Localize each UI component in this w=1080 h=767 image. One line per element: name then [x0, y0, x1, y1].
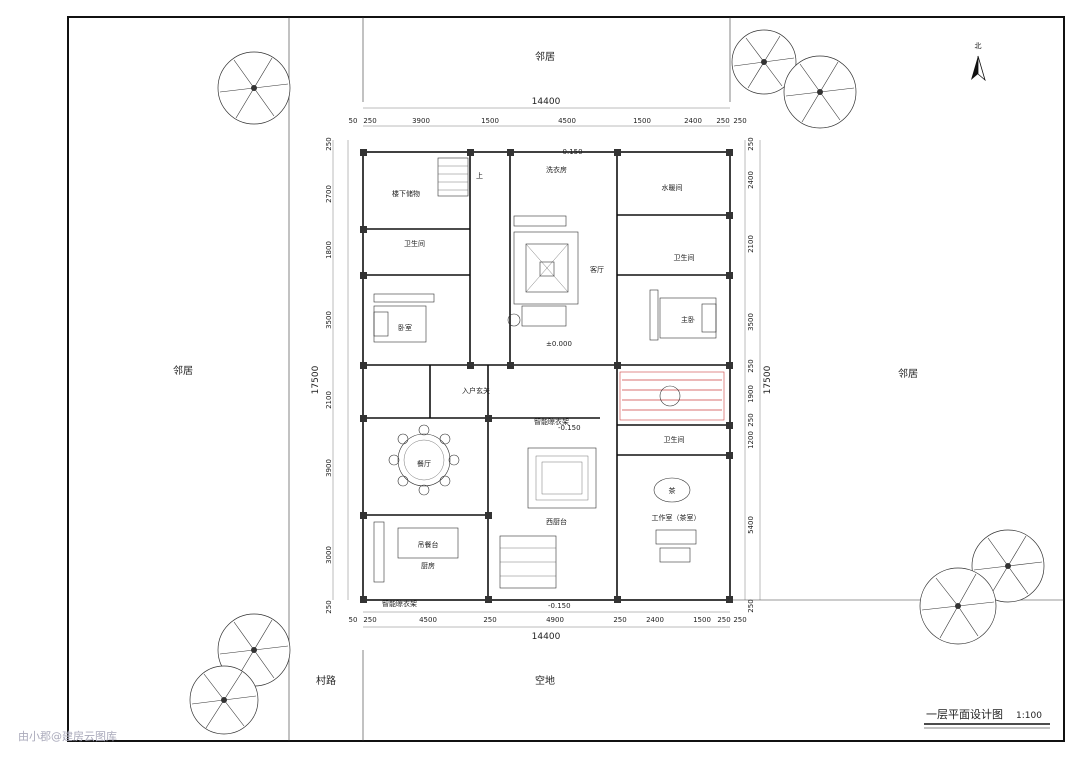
dim-bottom-6: 2400 [646, 616, 664, 624]
dim-bottom-1: 250 [363, 616, 376, 624]
note-western-kitchen: 西厨台 [546, 517, 567, 526]
dim-bottom-3: 250 [483, 616, 496, 624]
room-bedroom: 卧室 [398, 323, 412, 332]
watermark: 由小郡@建房云图库 [18, 729, 117, 743]
tree-icon [217, 51, 291, 125]
dim-top-7: 250 [716, 117, 729, 125]
level-m150c: -0.150 [560, 148, 583, 156]
living-room-furniture [507, 215, 579, 327]
label-neighbor-left: 邻居 [173, 364, 193, 377]
dim-top-5: 1500 [633, 117, 651, 125]
entry-steps [499, 535, 557, 589]
label-village-road: 村路 [316, 674, 336, 687]
dim-right-7: 1200 [747, 431, 755, 449]
dim-bottom-0: 50 [349, 616, 358, 624]
dim-left-0: 250 [325, 137, 333, 150]
room-studio: 工作室（茶室） [652, 513, 701, 522]
dim-right-1: 2400 [747, 171, 755, 189]
dim-left-5: 3900 [325, 459, 333, 477]
kitchen-island [373, 521, 459, 583]
dining-table [388, 424, 460, 496]
tree-icon [919, 567, 997, 645]
label-neighbor-top: 邻居 [535, 50, 555, 63]
dim-left-6: 3000 [325, 546, 333, 564]
dim-right-3: 3500 [747, 313, 755, 331]
dim-bottom-2: 4500 [419, 616, 437, 624]
dim-top-0: 50 [349, 117, 358, 125]
dim-right-8: 5400 [747, 516, 755, 534]
room-bathroom-ne: 卫生间 [674, 253, 695, 262]
drawing-border [67, 16, 1065, 742]
room-entry-hall: 入户玄关 [462, 386, 490, 395]
dimensions-left: 250 2700 1800 3500 2100 3900 3000 250 17… [311, 137, 349, 614]
dimensions-top: 14400 50 250 3900 1500 4500 1500 2400 25… [349, 97, 747, 127]
level-m150a: -0.150 [558, 424, 581, 432]
label-open-land: 空地 [535, 674, 555, 687]
room-water-room: 水暖间 [662, 183, 683, 192]
bedroom-bed [373, 293, 435, 343]
dimensions-right: 250 2400 2100 3500 250 1900 250 1200 540… [744, 137, 773, 613]
dim-bottom-4: 4900 [546, 616, 564, 624]
studio-furniture [653, 477, 697, 563]
structural-columns [360, 149, 733, 603]
staircase: 上 [437, 157, 483, 197]
room-kitchen: 厨房 [421, 561, 435, 570]
north-arrow-icon: 北 [971, 42, 986, 82]
tree-icon [731, 29, 797, 95]
dim-right-6: 250 [747, 413, 755, 426]
dim-top-8: 250 [733, 117, 746, 125]
dim-left-3: 3500 [325, 311, 333, 329]
center-carpet [527, 447, 597, 509]
room-master-bedroom: 主卧 [681, 315, 695, 324]
room-dining: 餐厅 [417, 459, 431, 468]
north-label: 北 [975, 42, 982, 50]
dim-right-total: 17500 [763, 365, 773, 394]
dim-right-9: 250 [747, 599, 755, 612]
title-block: 一层平面设计图 1:100 [924, 708, 1050, 729]
dim-bottom-5: 250 [613, 616, 626, 624]
courtyard-hatched [619, 371, 725, 421]
level-zero: ±0.000 [546, 340, 572, 348]
dim-bottom-9: 250 [733, 616, 746, 624]
room-bathroom-e: 卫生间 [664, 435, 685, 444]
tree-icon [971, 529, 1045, 603]
stair-up-label: 上 [476, 171, 483, 180]
drawing-title: 一层平面设计图 [926, 708, 1003, 721]
dimensions-bottom: 50 250 4500 250 4900 250 2400 1500 250 2… [349, 611, 747, 642]
room-bathroom-nw: 卫生间 [404, 239, 425, 248]
room-tea: 茶 [669, 486, 676, 495]
dim-right-4: 250 [747, 359, 755, 372]
note-dryer-a: 智能晾衣架 [534, 417, 569, 426]
dim-top-6: 2400 [684, 117, 702, 125]
dim-left-2: 1800 [325, 241, 333, 259]
room-stair-storage: 楼下储物 [392, 189, 420, 198]
dim-left-1: 2700 [325, 185, 333, 203]
dim-bottom-total: 14400 [532, 632, 561, 642]
label-neighbor-right: 邻居 [898, 367, 918, 380]
room-living: 客厅 [590, 265, 604, 274]
drawing-scale: 1:100 [1016, 711, 1042, 721]
tree-icon [189, 665, 259, 735]
room-washroom-top: 洗衣房 [546, 165, 567, 174]
level-m150b: -0.150 [548, 602, 571, 610]
dim-bottom-8: 250 [717, 616, 730, 624]
dim-top-4: 4500 [558, 117, 576, 125]
tree-icon [783, 55, 857, 129]
room-island: 吊餐台 [418, 540, 439, 549]
dim-top-1: 250 [363, 117, 376, 125]
dim-top-3: 1500 [481, 117, 499, 125]
dim-left-4: 2100 [325, 391, 333, 409]
building-walls [362, 151, 731, 601]
dim-right-5: 1900 [747, 385, 755, 403]
master-bed [649, 289, 717, 341]
dim-left-7: 250 [325, 600, 333, 613]
dim-top-total: 14400 [532, 97, 561, 107]
dim-bottom-7: 1500 [693, 616, 711, 624]
dim-right-2: 2100 [747, 235, 755, 253]
dim-left-total: 17500 [311, 365, 321, 394]
note-dryer-b: 智能晾衣架 [382, 599, 417, 608]
dim-right-0: 250 [747, 137, 755, 150]
dim-top-2: 3900 [412, 117, 430, 125]
